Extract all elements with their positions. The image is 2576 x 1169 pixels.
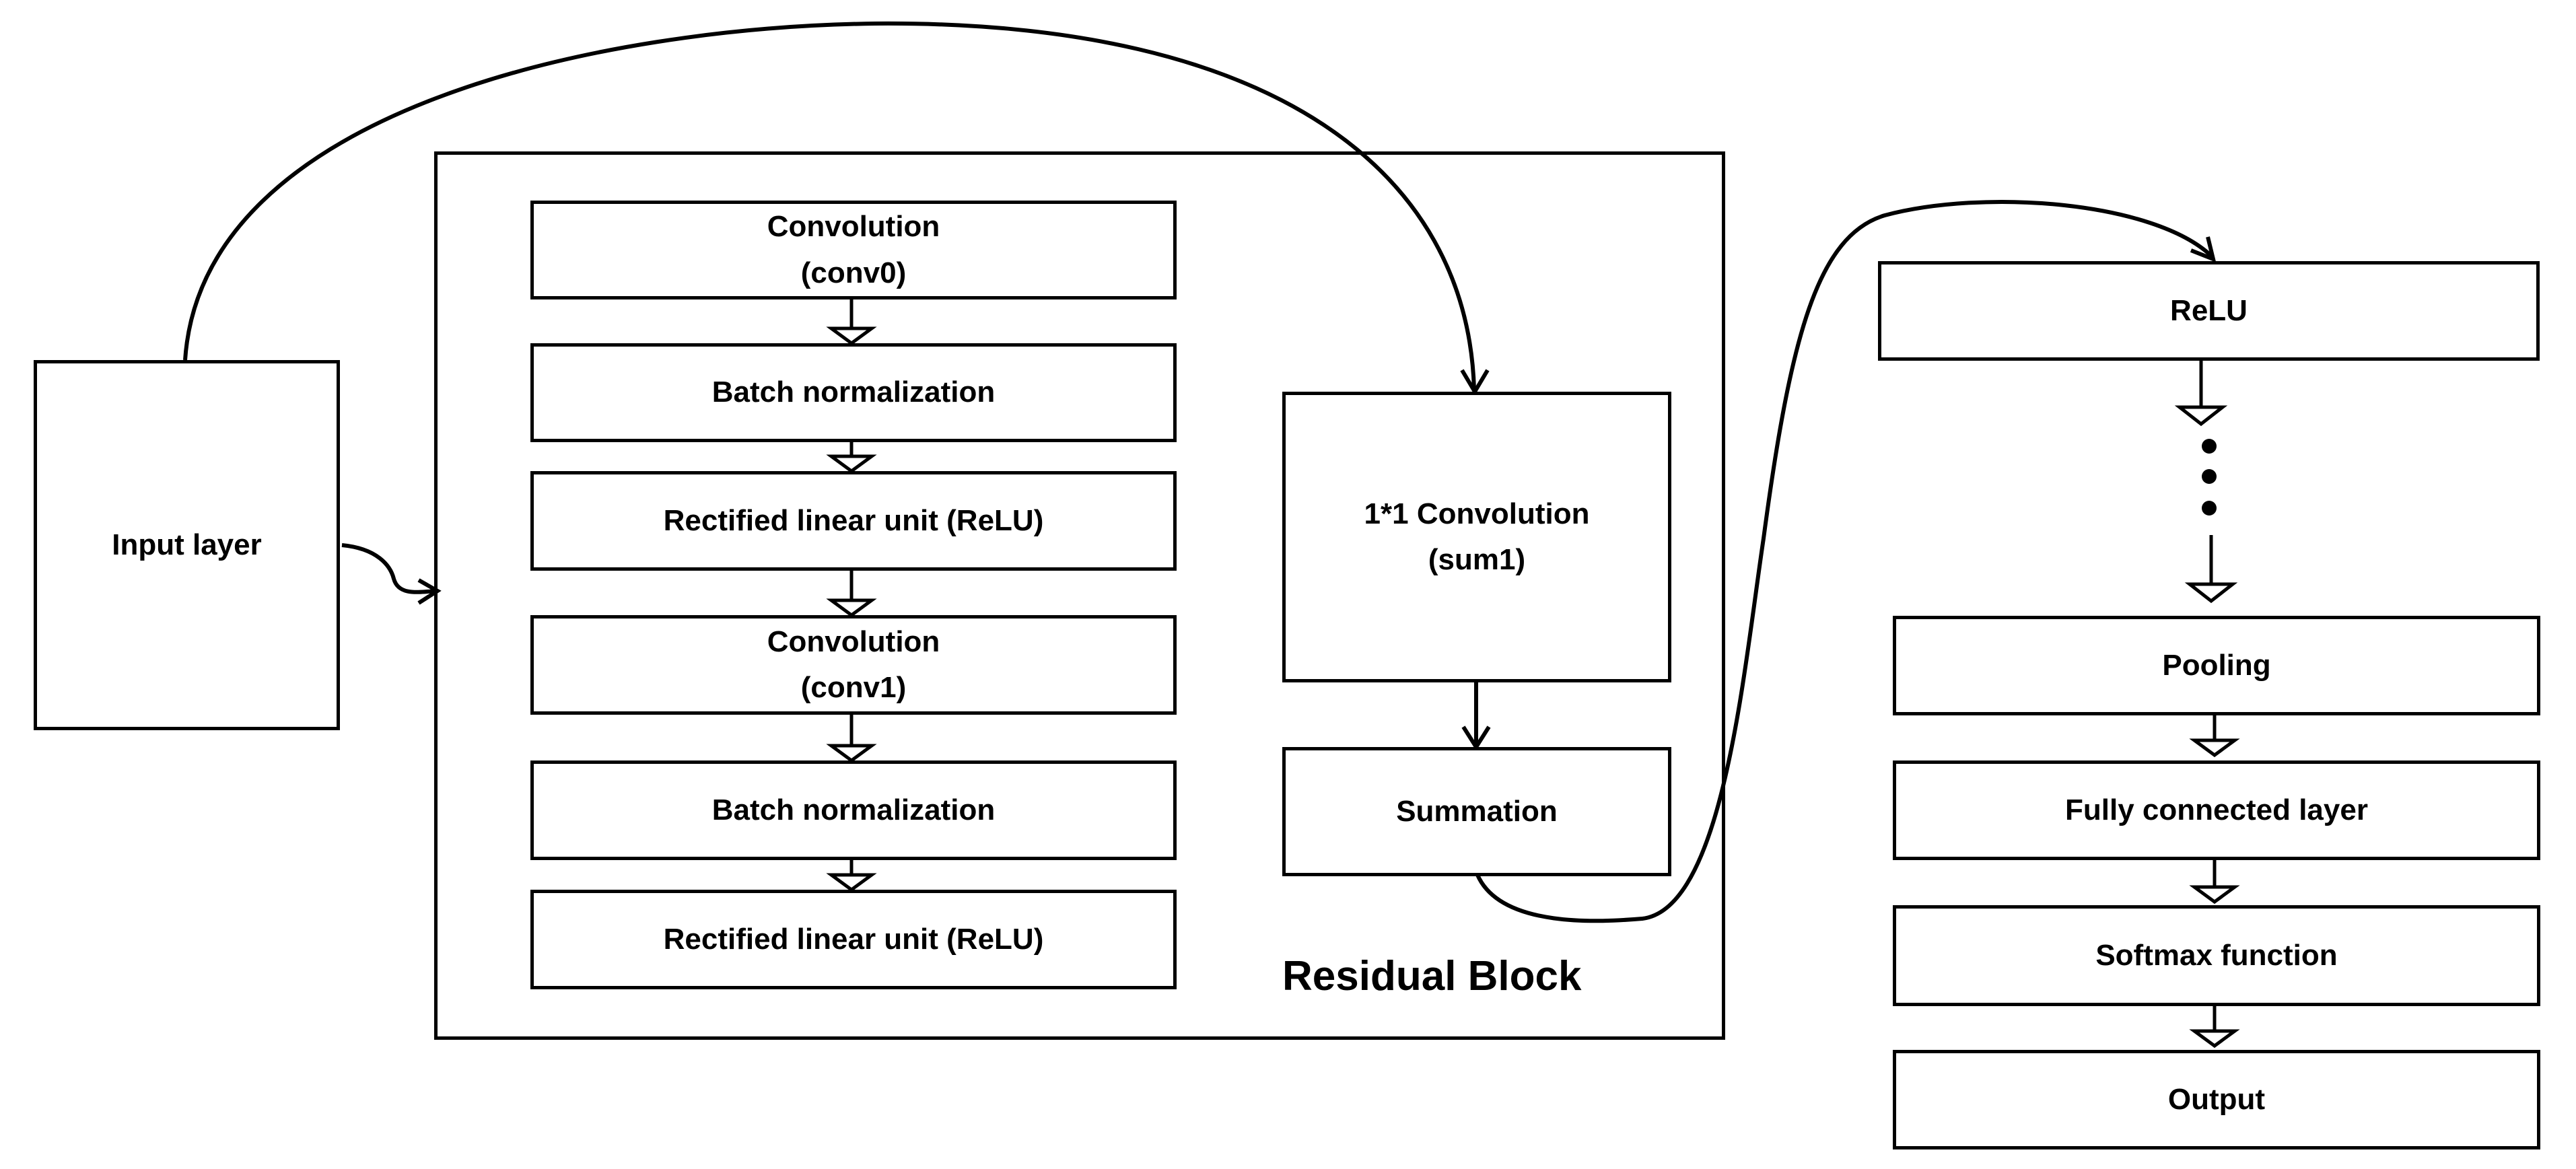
conv0-box: Convolution (conv0)	[530, 201, 1177, 299]
fully-connected-label: Fully connected layer	[2065, 793, 2368, 826]
softmax-box: Softmax function	[1893, 905, 2540, 1006]
shortcut-conv-box: 1*1 Convolution (sum1)	[1282, 392, 1671, 682]
pooling-box: Pooling	[1893, 616, 2540, 715]
output-label: Output	[2167, 1082, 2266, 1116]
input-to-block-arrowhead	[417, 578, 442, 605]
relu-1-label: Rectified linear unit (ReLU)	[663, 503, 1044, 537]
left-column-arrows	[826, 298, 877, 892]
summation-to-relu-arrowhead	[2190, 236, 2217, 262]
output-box: Output	[1893, 1050, 2540, 1149]
relu-1-box: Rectified linear unit (ReLU)	[530, 471, 1177, 571]
conv0-label: Convolution	[767, 210, 940, 244]
residual-block-title: Residual Block	[1282, 953, 1582, 999]
shortcut-conv-label: 1*1 Convolution	[1364, 497, 1590, 530]
input-layer-label: Input layer	[112, 528, 262, 561]
input-to-block-connector	[341, 543, 437, 594]
conv1-box: Convolution (conv1)	[530, 615, 1177, 715]
relu-output-label: ReLU	[2170, 293, 2248, 327]
shortcut-conv-sublabel: (sum1)	[1428, 543, 1526, 576]
batch-norm-2-label: Batch normalization	[711, 793, 996, 826]
batch-norm-1-box: Batch normalization	[530, 343, 1177, 442]
residual-block-container	[434, 151, 1725, 1040]
batch-norm-1-label: Batch normalization	[711, 376, 996, 409]
fully-connected-box: Fully connected layer	[1893, 760, 2540, 860]
conv1-label: Convolution	[767, 625, 940, 658]
conv0-sublabel: (conv0)	[800, 256, 907, 289]
pooling-label: Pooling	[2162, 648, 2271, 682]
relu-2-box: Rectified linear unit (ReLU)	[530, 890, 1177, 989]
summation-box: Summation	[1282, 747, 1671, 876]
input-layer-box: Input layer	[34, 360, 340, 730]
ellipsis-dots	[2202, 439, 2217, 516]
softmax-label: Softmax function	[2095, 938, 2338, 972]
relu-output-box: ReLU	[1878, 261, 2540, 361]
summation-label: Summation	[1396, 794, 1558, 828]
relu-2-label: Rectified linear unit (ReLU)	[663, 922, 1044, 956]
conv1-sublabel: (conv1)	[800, 671, 907, 704]
batch-norm-2-box: Batch normalization	[530, 760, 1177, 860]
summation-to-relu-connector	[1475, 200, 2213, 923]
skip-connection-arc	[183, 21, 1476, 390]
right-column-arrows	[2174, 360, 2240, 1049]
